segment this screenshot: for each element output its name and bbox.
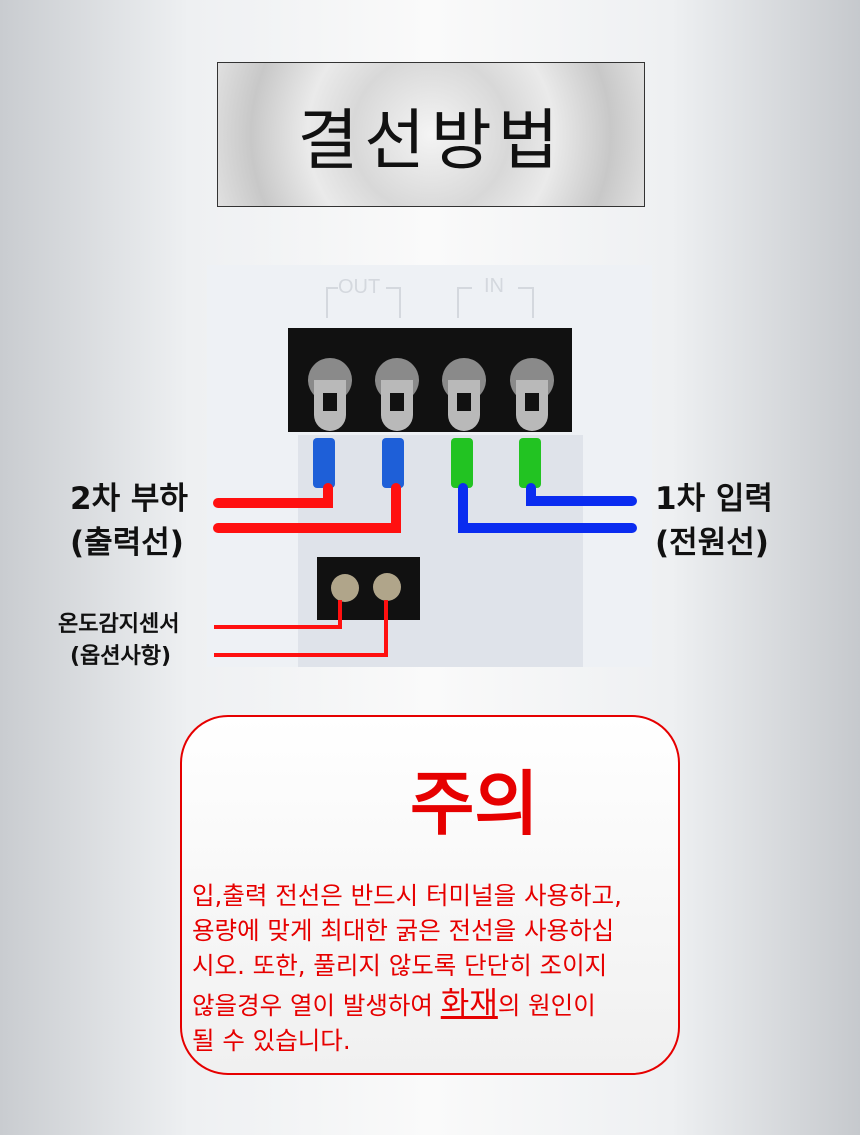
page-title: 결선방법 xyxy=(297,101,565,179)
out-label: OUT xyxy=(338,276,380,298)
fire-emphasis: 화재 xyxy=(440,986,498,1022)
input-sleeve xyxy=(519,438,541,488)
warning-line: 용량에 맞게 최대한 굵은 전선을 사용하십 xyxy=(192,916,615,945)
sensor-screw xyxy=(373,573,401,601)
terminal-screw xyxy=(442,358,486,431)
warning-heading: 주의 xyxy=(410,763,539,845)
sensor-wire xyxy=(214,600,342,629)
output-wire xyxy=(213,483,333,508)
warning-box xyxy=(180,715,680,1075)
input-label: 1차 입력 xyxy=(655,481,773,517)
input-wire xyxy=(526,483,637,506)
terminal-screw xyxy=(375,358,419,431)
in-label: IN xyxy=(484,275,504,297)
warning-text: 입,출력 전선은 반드시 터미널을 사용하고, 용량에 맞게 최대한 굵은 전선… xyxy=(192,878,672,1058)
warning-line: 입,출력 전선은 반드시 터미널을 사용하고, xyxy=(192,881,622,910)
sensor-label: 온도감지센서 xyxy=(58,612,180,637)
terminal-screw xyxy=(308,358,352,431)
warning-text-part: 않을경우 열이 발생하여 xyxy=(192,991,441,1020)
output-sleeve xyxy=(382,438,404,488)
panel-brackets xyxy=(326,287,534,318)
sensor-label-sub: (옵션사항) xyxy=(70,644,172,669)
sensor-wire xyxy=(214,600,388,657)
sensor-screw xyxy=(331,574,359,602)
warning-line: 시오. 또한, 풀리지 않도록 단단히 조이지 xyxy=(192,951,608,980)
input-label-sub: (전원선) xyxy=(655,525,769,561)
terminal-screw xyxy=(510,358,554,431)
warning-line: 될 수 있습니다. xyxy=(192,1026,351,1055)
input-sleeve xyxy=(451,438,473,488)
warning-line: 않을경우 열이 발생하여 화재의 원인이 xyxy=(192,987,672,1023)
output-label: 2차 부하 xyxy=(70,481,188,517)
output-label-sub: (출력선) xyxy=(70,525,184,561)
title-banner: 결선방법 xyxy=(217,62,645,207)
warning-text-part: 의 원인이 xyxy=(497,991,596,1020)
terminal-screws xyxy=(308,358,554,431)
input-wire xyxy=(458,483,637,533)
output-wire xyxy=(213,483,401,533)
output-sleeve xyxy=(313,438,335,488)
